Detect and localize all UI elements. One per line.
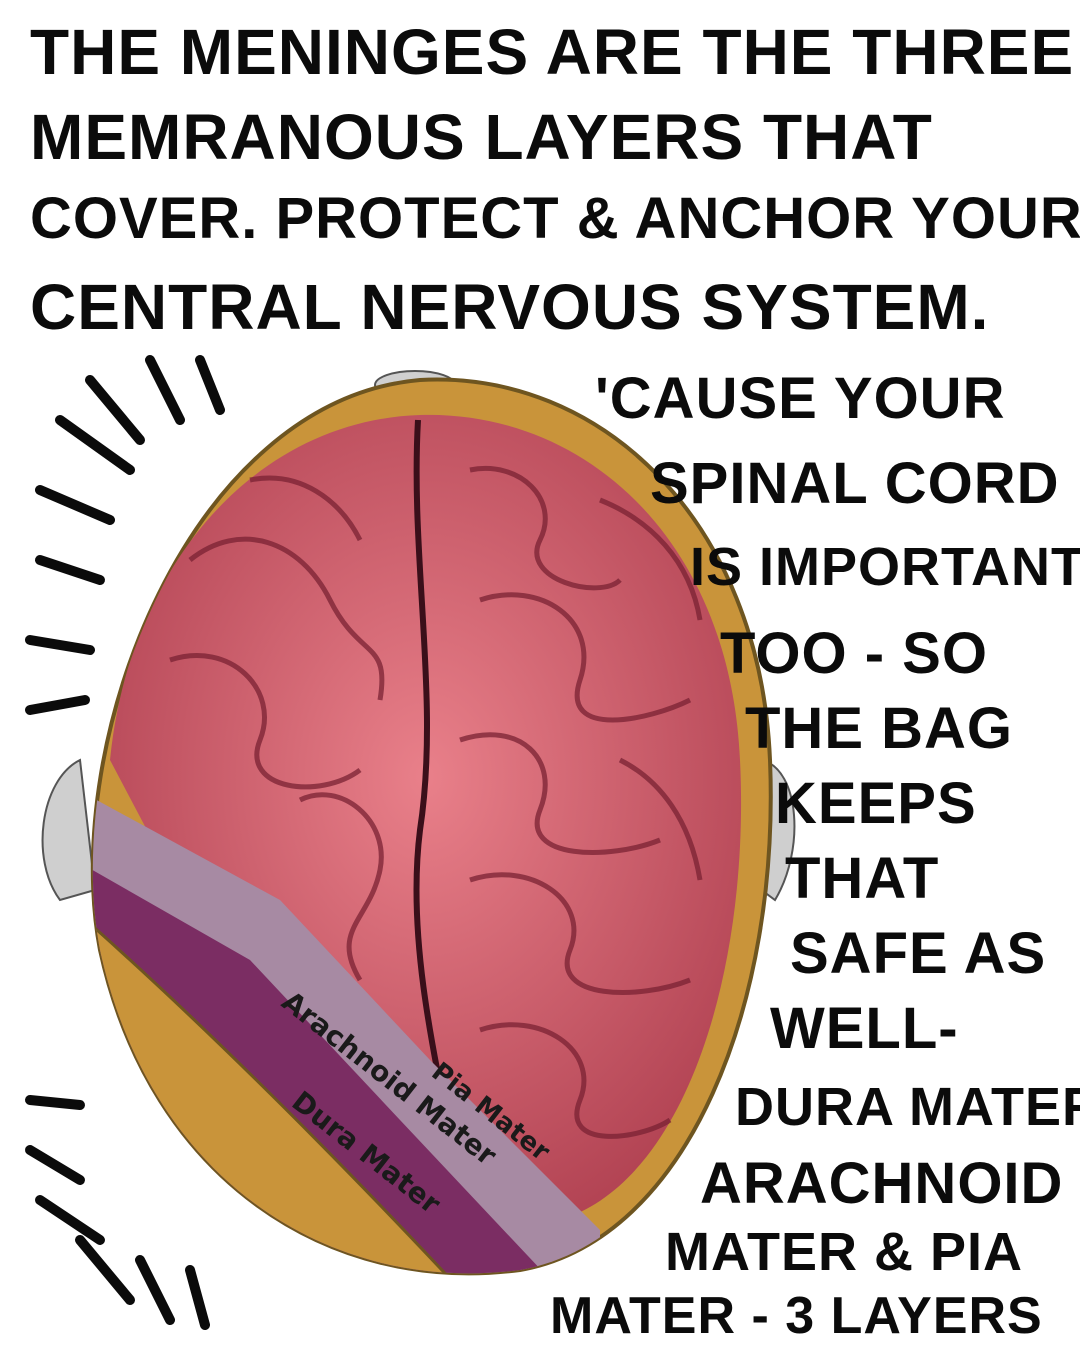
side-line-4: too - so xyxy=(720,621,988,686)
side-line-9: well- xyxy=(770,996,959,1061)
side-line-6: keeps xyxy=(775,771,977,836)
side-line-3: is important xyxy=(690,537,1080,597)
side-line-5: the bag xyxy=(745,696,1013,761)
side-line-12: mater & pia xyxy=(665,1222,1023,1282)
radiating-strokes xyxy=(25,355,225,1330)
side-line-7: that xyxy=(785,846,940,911)
heading-line-1: The meninges are the three xyxy=(30,16,1075,88)
heading-line-2: memranous layers that xyxy=(30,101,933,173)
side-line-2: spinal cord xyxy=(650,451,1060,516)
left-ear xyxy=(41,758,97,902)
side-line-11: arachnoid xyxy=(700,1151,1064,1216)
side-line-8: safe as xyxy=(790,921,1047,986)
side-line-10: dura mater xyxy=(735,1077,1080,1137)
heading-line-3: cover. protect & anchor your xyxy=(30,186,1080,251)
side-line-1: 'cause your xyxy=(595,366,1006,431)
heading-line-4: central nervous system. xyxy=(30,271,990,343)
side-line-13: mater - 3 layers xyxy=(550,1287,1043,1345)
